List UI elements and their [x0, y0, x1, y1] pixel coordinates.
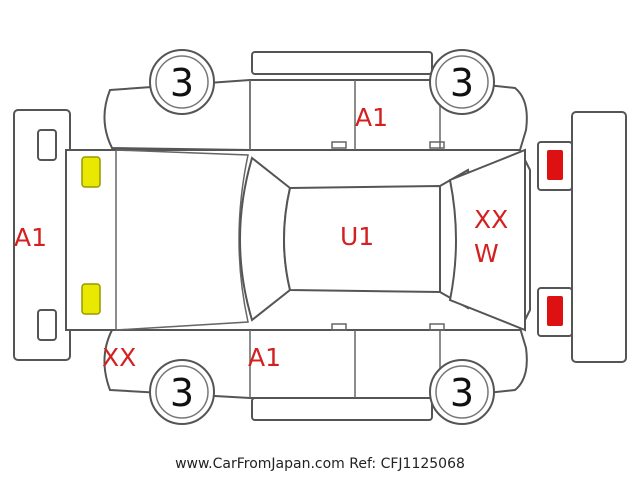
code-front-lower-corner: XX	[102, 343, 136, 372]
code-front-bumper: A1	[14, 223, 47, 252]
wheel-label: 3	[450, 61, 474, 105]
wheel-front-right: 3	[149, 359, 215, 425]
side-skirt-bottom	[251, 397, 433, 421]
code-rear-window-line1: XX	[474, 205, 508, 234]
cabin	[239, 148, 526, 332]
code-roof: U1	[340, 222, 374, 251]
wheel-label: 3	[170, 61, 194, 105]
yellow-headlight-icon	[81, 156, 101, 188]
wheel-rear-right: 3	[429, 359, 495, 425]
code-rear-window-line2: W	[474, 239, 499, 268]
code-upper-doors: A1	[355, 103, 388, 132]
red-taillight-icon	[547, 296, 563, 326]
rear-bumper	[571, 111, 627, 363]
red-taillight-icon	[547, 150, 563, 180]
wheel-rear-left: 3	[429, 49, 495, 115]
reference-footer: www.CarFromJapan.com Ref: CFJ1125068	[175, 456, 465, 472]
code-lower-left-door: A1	[248, 343, 281, 372]
yellow-headlight-icon	[81, 283, 101, 315]
wheel-label: 3	[450, 371, 474, 415]
wheel-label: 3	[170, 371, 194, 415]
wheel-front-left: 3	[149, 49, 215, 115]
side-skirt-top	[251, 51, 433, 75]
